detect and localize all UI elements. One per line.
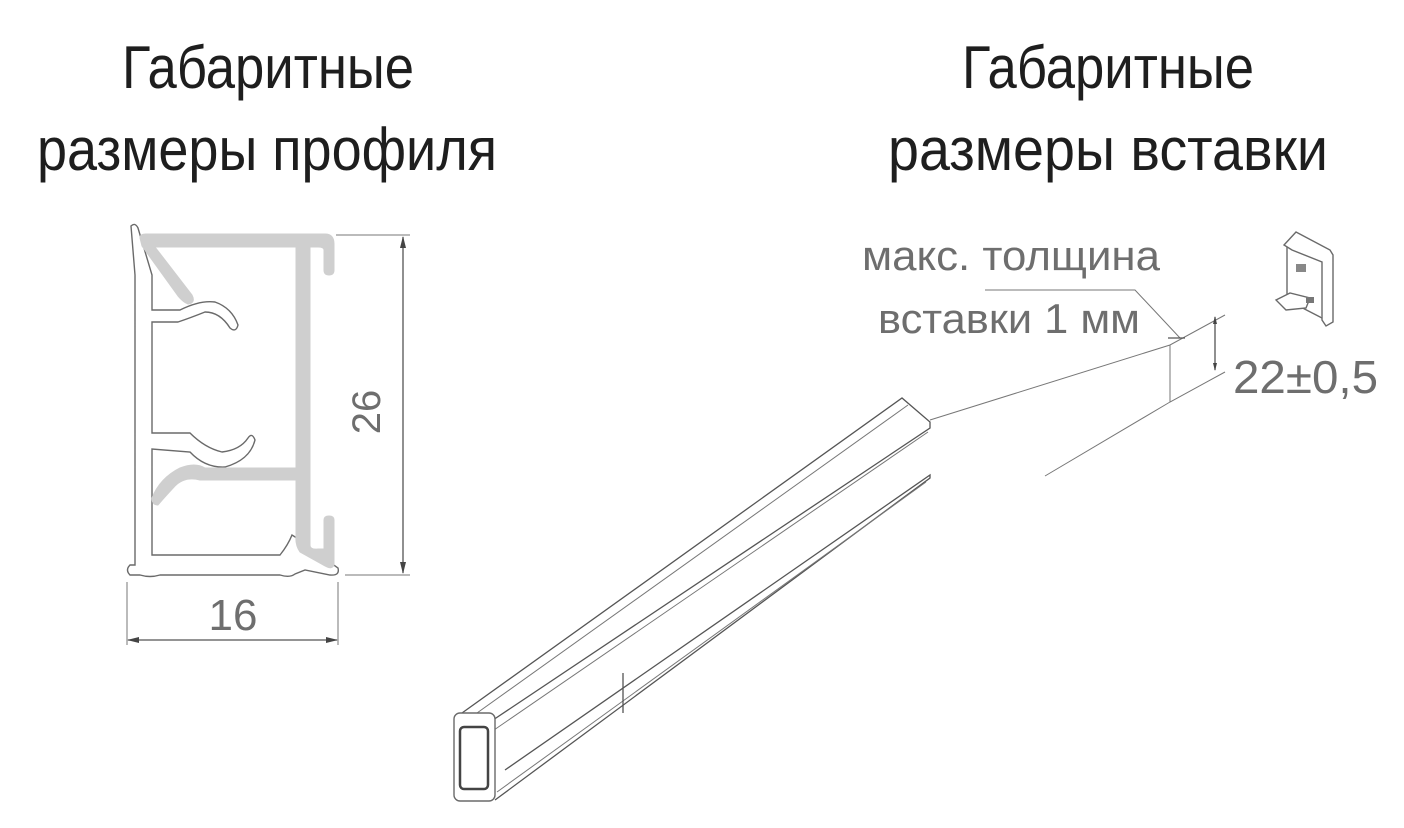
insert-bar-illustration — [453, 289, 1226, 802]
insert-height-label: 22±0,5 — [1233, 351, 1378, 403]
insert-title-line1: Габаритные — [962, 34, 1254, 101]
profile-cross-section — [126, 223, 340, 578]
insert-title-line2: размеры вставки — [888, 116, 1328, 183]
profile-width-label: 16 — [209, 591, 258, 640]
insert-thickness-note-line2: вставки 1 мм — [878, 295, 1140, 342]
profile-title-line2: размеры профиля — [37, 116, 497, 183]
profile-title-line1: Габаритные — [122, 34, 414, 101]
profile-height-label: 26 — [345, 390, 389, 435]
profile-height-dimension: 26 — [336, 234, 410, 576]
end-cap-illustration — [1274, 231, 1334, 327]
insert-thickness-note-line1: макс. толщина — [862, 232, 1161, 279]
profile-width-dimension: 16 — [126, 582, 339, 645]
